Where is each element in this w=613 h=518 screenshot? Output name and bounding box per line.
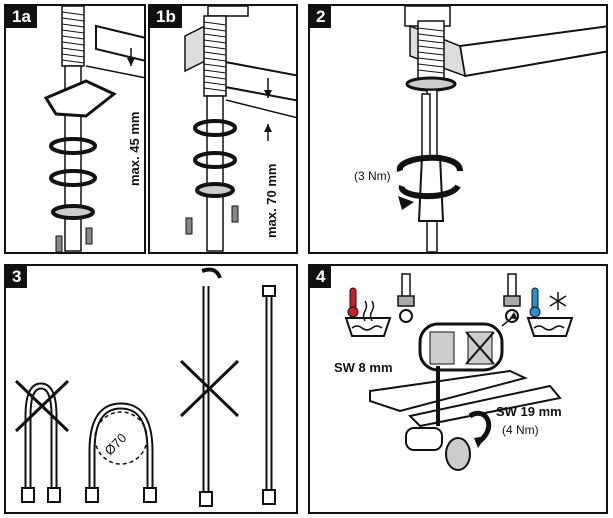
bolt (85, 227, 93, 245)
hose-wrong-bend (24, 382, 58, 491)
rotate-arrow-icon (396, 154, 463, 172)
max-70-label: max. 70 mm (264, 164, 279, 238)
panel-step-4: 4 (308, 264, 608, 514)
bolt (231, 205, 239, 223)
bolt (185, 217, 193, 235)
sw19-label: SW 19 mm (496, 404, 562, 419)
panel-step-1a: 1a max. 45 mm (4, 4, 146, 254)
diagram-1a: max. 45 mm (43, 6, 144, 252)
countertop (95, 24, 144, 62)
step-badge-2: 2 (310, 6, 332, 28)
torque-3nm-label: (3 Nm) (354, 169, 391, 183)
washer-ring (49, 137, 97, 155)
washer-ring (193, 151, 237, 169)
max-45-label: max. 45 mm (127, 112, 142, 186)
washer-ring (49, 169, 97, 187)
fixing-nut (405, 76, 457, 92)
fixing-nut (51, 204, 95, 220)
panel-step-1b: 1b max. 70 mm (148, 4, 298, 254)
step-badge-4: 4 (310, 266, 332, 288)
diagram-3: Ø70 (14, 267, 276, 507)
bolt (55, 235, 63, 252)
panel-step-3: 3 Ø70 (4, 264, 298, 514)
countertop (458, 25, 606, 78)
cold-water-icon (526, 287, 574, 337)
socket-tool (417, 155, 445, 222)
bend-radius-circle (94, 411, 148, 465)
fixing-plate (43, 79, 117, 118)
diagram-4: SW 8 mm SW 19 mm (4 Nm) (334, 273, 574, 471)
diagram-2: (3 Nm) (354, 6, 606, 252)
step-badge-1a: 1a (6, 6, 37, 28)
twist-arrow-icon (201, 267, 222, 279)
torque-4nm-label: (4 Nm) (502, 423, 539, 437)
countertop-edge (219, 59, 296, 102)
wrench-icon (369, 369, 528, 413)
diameter-70-label: Ø70 (102, 430, 130, 458)
sw8-label: SW 8 mm (334, 360, 393, 375)
fixing-nut (195, 182, 235, 198)
rotate-arrow-icon (468, 410, 492, 443)
angle-valve (405, 427, 443, 451)
panel-step-2: 2 (3 Nm) (308, 4, 608, 254)
step-badge-1b: 1b (150, 6, 182, 28)
step-badge-3: 3 (6, 266, 28, 288)
diagram-1b: max. 70 mm (184, 6, 296, 252)
hot-water-icon (344, 287, 392, 337)
countertop (184, 24, 206, 73)
washer-ring (193, 119, 237, 137)
snowflake-icon (549, 292, 567, 310)
